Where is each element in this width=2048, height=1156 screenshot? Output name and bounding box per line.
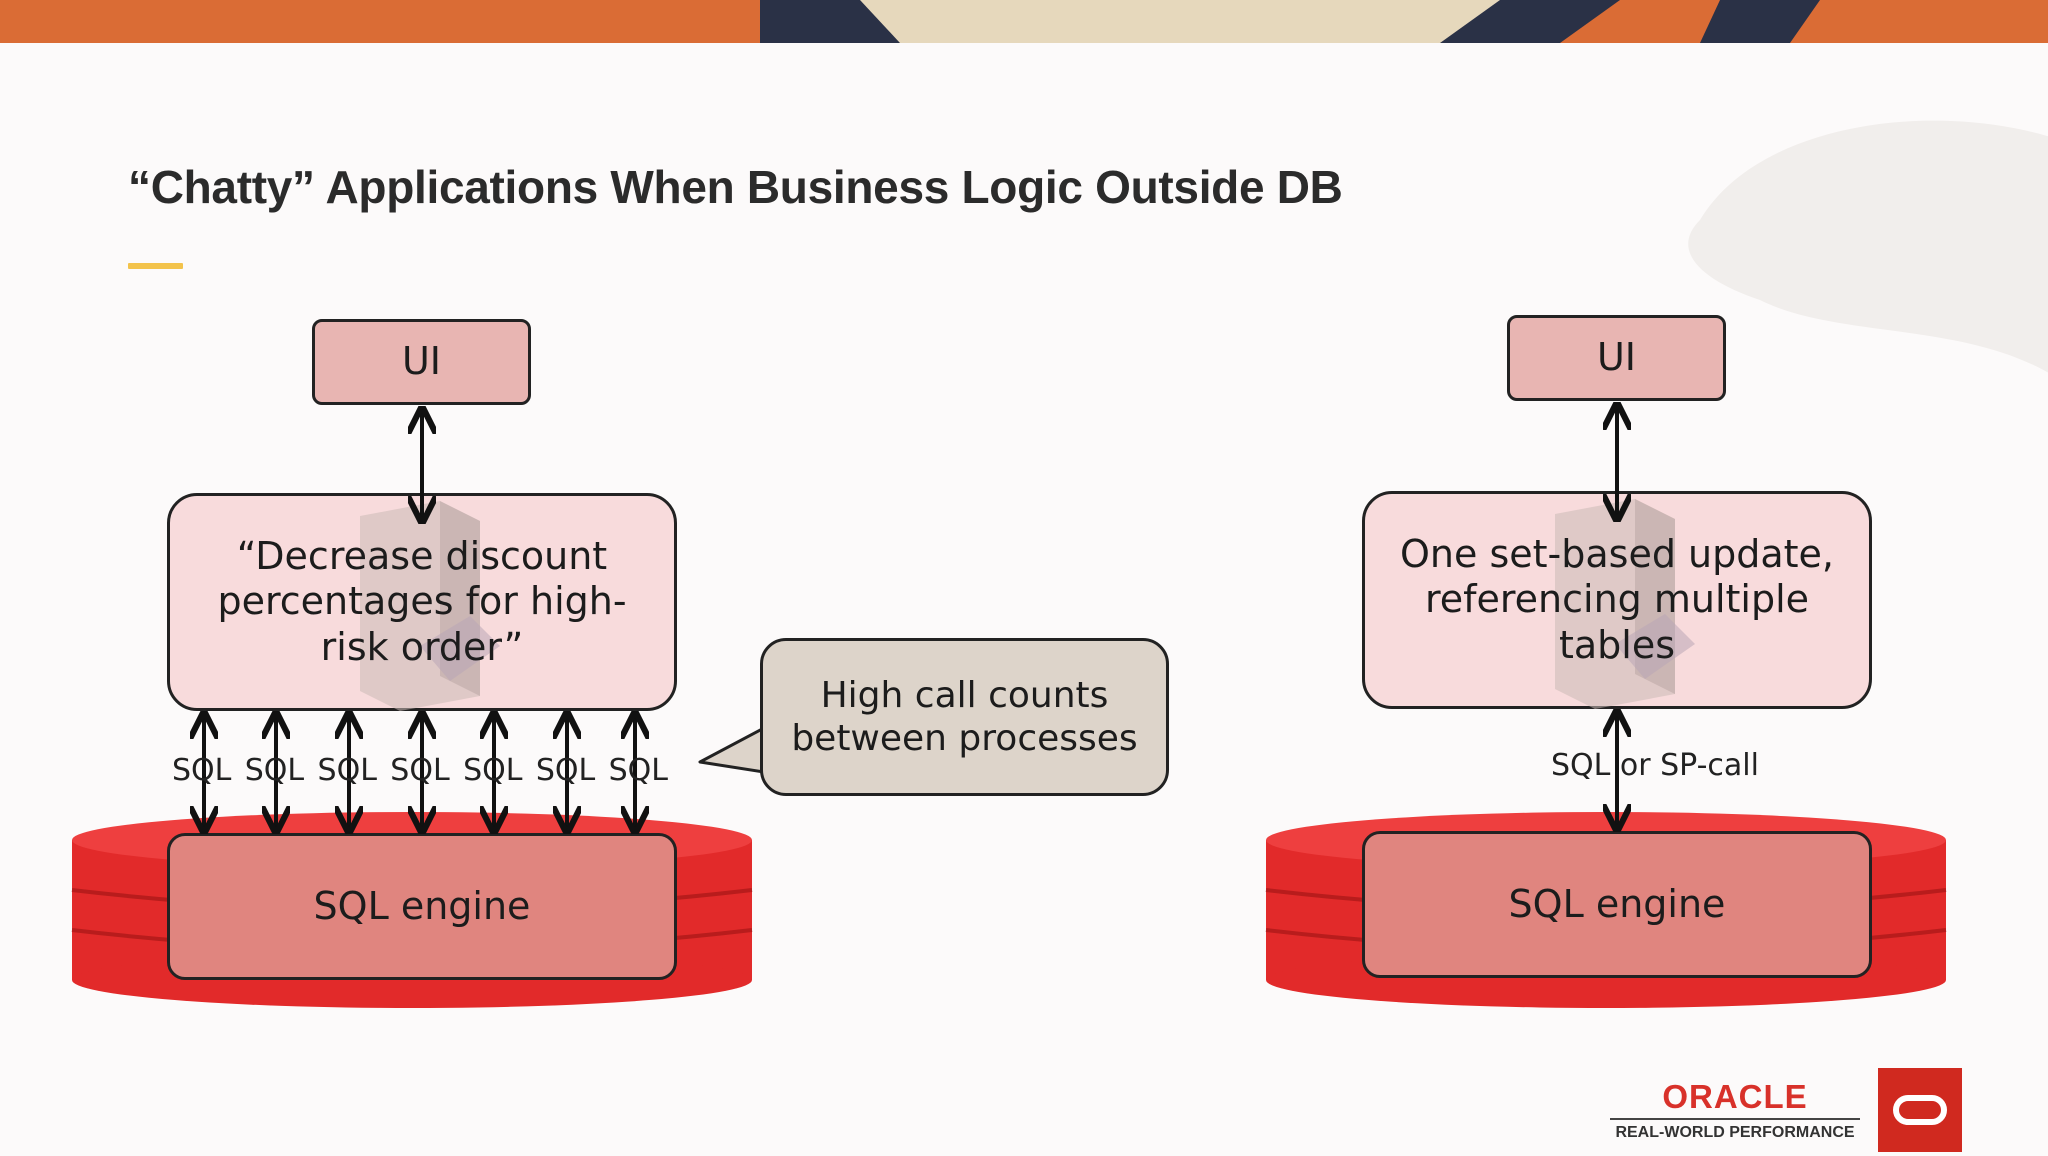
server-icon: [1555, 499, 1695, 709]
left-sql-engine-box: SQL engine: [167, 833, 677, 980]
left-business-logic-box: “Decrease discount percentages for high-…: [167, 493, 677, 711]
banner-art-icon: [0, 0, 2048, 43]
oracle-logo-icon: [1878, 1068, 1962, 1152]
right-sql-engine-box: SQL engine: [1362, 831, 1872, 978]
left-ui-box: UI: [312, 319, 531, 405]
slide-title: “Chatty” Applications When Business Logi…: [128, 161, 1343, 213]
right-business-logic-box: One set-based update, referencing multip…: [1362, 491, 1872, 709]
right-link-label: SQL or SP-call: [1551, 748, 1759, 783]
right-logic-text: One set-based update, referencing multip…: [1400, 531, 1834, 667]
right-ui-box: UI: [1507, 315, 1726, 401]
title-accent-bar: [128, 263, 183, 269]
decorative-swirl-icon: [1688, 120, 2048, 373]
oracle-wordmark: ORACLE: [1610, 1078, 1860, 1120]
left-logic-text: “Decrease discount percentages for high-…: [217, 533, 627, 669]
oracle-logo: ORACLE REAL-WORLD PERFORMANCE: [1610, 1078, 1860, 1142]
oracle-tagline: REAL-WORLD PERFORMANCE: [1615, 1124, 1855, 1141]
decorative-banner: [0, 0, 2048, 43]
callout-bubble: High call counts between processes: [760, 638, 1169, 796]
server-icon: [360, 501, 500, 711]
